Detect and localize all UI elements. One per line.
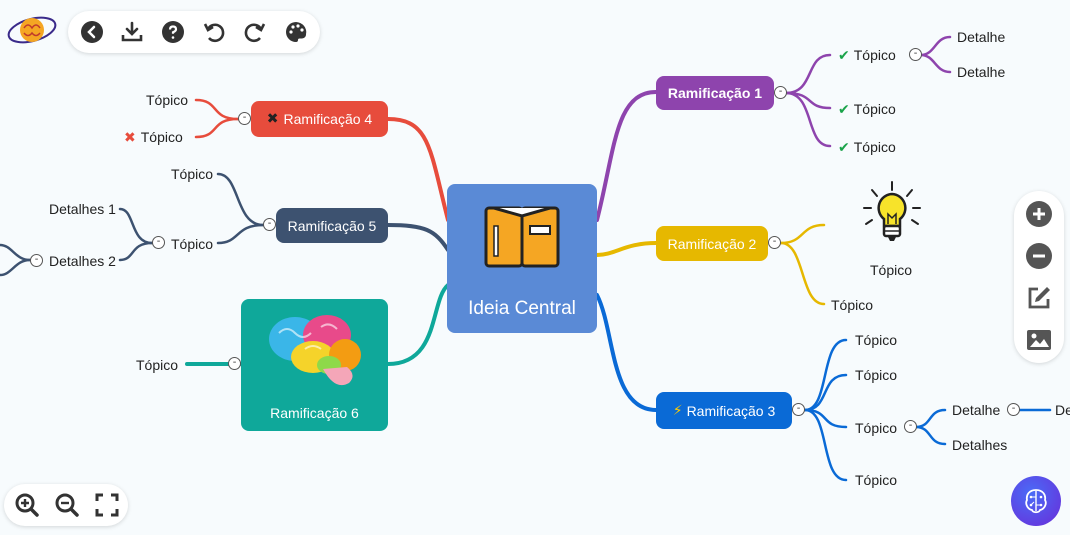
branch-5-detail-2-collapse-toggle[interactable]: - xyxy=(30,254,43,267)
branch-6-collapse-toggle[interactable]: - xyxy=(228,357,241,370)
undo-button[interactable] xyxy=(202,20,226,44)
branch-5-detail-1[interactable]: Detalhes 1 xyxy=(49,201,116,217)
zoom-toolbar xyxy=(4,484,128,526)
brain-logo-icon xyxy=(7,16,57,44)
back-button[interactable] xyxy=(80,20,104,44)
brain-icon xyxy=(269,315,361,386)
branch-2-topic-2[interactable]: Tópico xyxy=(831,297,874,313)
redo-icon xyxy=(244,23,266,43)
branch-6-label: Ramificação 6 xyxy=(270,405,359,421)
check-icon: ✔ xyxy=(838,140,850,156)
branch-3-label: Ramificação 3 xyxy=(686,402,776,419)
app-logo[interactable] xyxy=(6,10,58,50)
branch-3-topic-3[interactable]: Tópico xyxy=(855,420,898,436)
plus-circle-icon xyxy=(1026,201,1052,227)
lightbulb-icon xyxy=(863,181,921,241)
branch-2-topic-1[interactable]: Tópico xyxy=(870,262,913,278)
central-node[interactable]: Ideia Central xyxy=(447,184,597,333)
cross-icon: ✖ xyxy=(266,111,279,127)
magnify-out-button[interactable] xyxy=(54,492,80,518)
branch-2-collapse-toggle[interactable]: - xyxy=(768,236,781,249)
magnifier-plus-icon xyxy=(15,493,39,517)
branch-1-detail-1[interactable]: Detalhe xyxy=(957,29,1006,45)
help-button[interactable] xyxy=(161,20,185,44)
branch-1-collapse-toggle[interactable]: - xyxy=(774,86,787,99)
branch-6-topic-1[interactable]: Tópico xyxy=(136,357,179,373)
open-book-icon xyxy=(484,206,560,268)
fullscreen-button[interactable] xyxy=(94,492,120,518)
top-toolbar xyxy=(68,11,320,53)
branch-1-topic-1[interactable]: ✔Tópico xyxy=(838,47,896,64)
branch-1-label: Ramificação 1 xyxy=(667,85,763,101)
palette-icon xyxy=(286,22,307,42)
branch-3-topic-2[interactable]: Tópico xyxy=(855,367,898,383)
redo-button[interactable] xyxy=(243,20,267,44)
download-button[interactable] xyxy=(120,20,144,44)
branch-5-node[interactable]: Ramificação 5 xyxy=(276,208,388,243)
branch-2-node[interactable]: Ramificação 2 xyxy=(656,226,768,261)
ai-assistant-button[interactable] xyxy=(1011,476,1061,526)
branch-4-node[interactable]: ✖ Ramificação 4 xyxy=(251,101,388,137)
branch-3-topic-4[interactable]: Tópico xyxy=(855,472,898,488)
branch-4-collapse-toggle[interactable]: - xyxy=(238,112,251,125)
question-icon xyxy=(162,21,184,43)
zoom-in-button[interactable] xyxy=(1026,201,1052,227)
right-sidebar xyxy=(1014,191,1064,363)
branch-4-label: Ramificação 4 xyxy=(283,111,373,127)
cross-icon: ✖ xyxy=(124,130,136,146)
branch-3-detail-2[interactable]: Detalhes xyxy=(952,437,1008,453)
central-node-label: Ideia Central xyxy=(468,298,576,319)
ai-brain-icon xyxy=(1025,489,1047,514)
branch-5-topic-1[interactable]: Tópico xyxy=(171,166,214,182)
branch-1-topic-1-collapse-toggle[interactable]: - xyxy=(909,48,922,61)
branch-3-subdetail[interactable]: De xyxy=(1055,402,1070,418)
branch-5-collapse-toggle[interactable]: - xyxy=(263,218,276,231)
magnify-in-button[interactable] xyxy=(14,492,40,518)
branch-4-topic-1[interactable]: Tópico xyxy=(146,92,189,108)
edit-icon xyxy=(1028,287,1050,309)
branch-3-topic-1[interactable]: Tópico xyxy=(855,332,898,348)
chevron-left-icon xyxy=(81,21,103,43)
branch-4-topic-2[interactable]: ✖Tópico xyxy=(124,129,183,146)
branch-3-node[interactable]: ⚡ Ramificação 3 xyxy=(656,392,792,429)
minus-circle-icon xyxy=(1026,243,1052,269)
insert-image-button[interactable] xyxy=(1026,327,1052,353)
theme-button[interactable] xyxy=(284,20,308,44)
branch-1-topic-3[interactable]: ✔Tópico xyxy=(838,139,896,156)
check-icon: ✔ xyxy=(838,102,850,118)
branch-1-detail-2[interactable]: Detalhe xyxy=(957,64,1006,80)
fullscreen-icon xyxy=(95,493,119,517)
lightning-icon: ⚡ xyxy=(672,402,683,419)
branch-5-topic-2-collapse-toggle[interactable]: - xyxy=(152,236,165,249)
branch-5-detail-2[interactable]: Detalhes 2 xyxy=(49,253,116,269)
branch-5-label: Ramificação 5 xyxy=(287,217,377,234)
branch-3-topic-3-collapse-toggle[interactable]: - xyxy=(904,420,917,433)
branch-3-collapse-toggle[interactable]: - xyxy=(792,403,805,416)
magnifier-minus-icon xyxy=(55,493,79,517)
check-icon: ✔ xyxy=(838,48,850,64)
zoom-out-button[interactable] xyxy=(1026,243,1052,269)
branch-1-topic-2[interactable]: ✔Tópico xyxy=(838,101,896,118)
edit-button[interactable] xyxy=(1026,285,1052,311)
branch-1-node[interactable]: Ramificação 1 xyxy=(656,76,774,110)
branch-6-node[interactable]: Ramificação 6 xyxy=(241,299,388,431)
branch-3-detail-1[interactable]: Detalhe xyxy=(952,402,1001,418)
image-icon xyxy=(1027,330,1051,350)
download-icon xyxy=(121,21,143,42)
branch-3-detail-1-collapse-toggle[interactable]: - xyxy=(1007,403,1020,416)
undo-icon xyxy=(203,23,225,43)
branch-5-topic-2[interactable]: Tópico xyxy=(171,236,214,252)
branch-2-label: Ramificação 2 xyxy=(667,235,757,252)
